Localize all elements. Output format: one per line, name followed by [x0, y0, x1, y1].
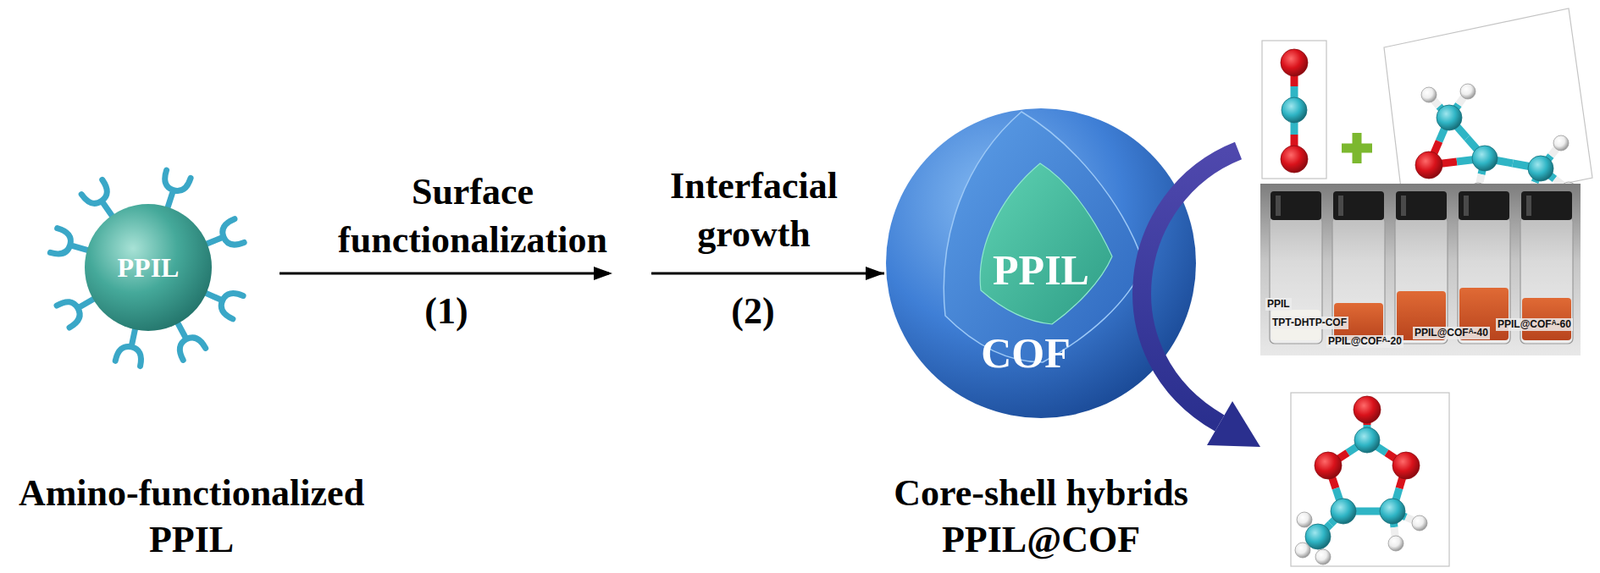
atom [1553, 135, 1569, 151]
caption-heading: Amino-functionalized PPIL [5, 470, 378, 564]
vial-cap [1458, 191, 1510, 221]
photo-background [1260, 183, 1581, 356]
shell-label: COF [979, 331, 1073, 376]
atom [1281, 97, 1307, 123]
atom [1411, 515, 1428, 532]
vial-cap-shine [1338, 195, 1344, 216]
reaction-arrow [1141, 150, 1261, 448]
step-number: (1) [404, 287, 489, 336]
atom [1315, 549, 1331, 565]
ppil-core [979, 163, 1113, 325]
arrow-head [1206, 401, 1261, 448]
amino-group [81, 179, 117, 222]
amino-group [199, 290, 244, 320]
amino-group [199, 219, 244, 248]
core-shell-sphere: COFCore-shell hybrids PPIL@COFPPIL [885, 108, 1196, 419]
vial-cap [1270, 191, 1322, 221]
atom [1528, 155, 1554, 182]
molecule-frame [1290, 393, 1450, 567]
core-region: PPIL [974, 163, 1113, 325]
vial-label: PPIL@COFᴬ-60 [1495, 318, 1573, 332]
atom [1280, 49, 1308, 77]
amino-group [174, 316, 206, 360]
atom [1472, 145, 1498, 172]
atom [1421, 87, 1437, 103]
carbonate-molecule [1295, 396, 1428, 565]
atom [1415, 151, 1443, 179]
atom [1280, 145, 1308, 173]
atom [1392, 452, 1420, 480]
cutaway-face [943, 111, 1145, 363]
atom [1353, 396, 1381, 424]
arrow-head [593, 266, 613, 281]
vial-cap-shine [1463, 195, 1469, 216]
step-number: (2) [710, 287, 796, 336]
vial-cap [1521, 191, 1573, 221]
arrow-shaft [1141, 150, 1239, 424]
vial-label: PPIL@COFᴬ-40 [1412, 326, 1490, 340]
atom [1379, 498, 1406, 525]
vial-cap-shine [1400, 195, 1407, 216]
molecule-frame [1262, 40, 1327, 179]
atom [1354, 427, 1380, 454]
step-label: Surface functionalization [320, 167, 626, 265]
atom [1460, 83, 1476, 100]
ppil-particle: PPILAmino-functionalized PPIL [38, 148, 280, 390]
node-outline [974, 163, 1113, 325]
plus-sign [1352, 132, 1362, 164]
core-label: PPIL [990, 246, 1092, 294]
co2-molecule [1280, 49, 1308, 173]
vial-glass [1395, 216, 1448, 344]
step-label: Interfacial growth [652, 161, 856, 259]
vial-cap [1333, 191, 1385, 221]
vial-cap-shine [1275, 195, 1281, 216]
atom [1295, 542, 1311, 559]
vial-label: PPIL [1265, 298, 1292, 311]
ppil-sphere [84, 204, 212, 332]
vial-cap [1395, 191, 1447, 221]
process-arrow [279, 272, 885, 276]
vial-cap-shine [1526, 195, 1532, 216]
particle-label: PPIL [97, 247, 200, 288]
atom [1314, 452, 1342, 480]
vial-photo [1260, 183, 1581, 356]
caption-heading: Core-shell hybrids PPIL@COF [871, 470, 1211, 564]
amino-group [56, 295, 100, 328]
atom [1388, 536, 1404, 552]
vial-label: TPT-DHTP-COF [1270, 316, 1349, 330]
atom [1296, 512, 1313, 528]
atom [1330, 498, 1357, 525]
atom [1436, 105, 1462, 131]
vial-label: PPIL@COFᴬ-20 [1326, 335, 1404, 349]
